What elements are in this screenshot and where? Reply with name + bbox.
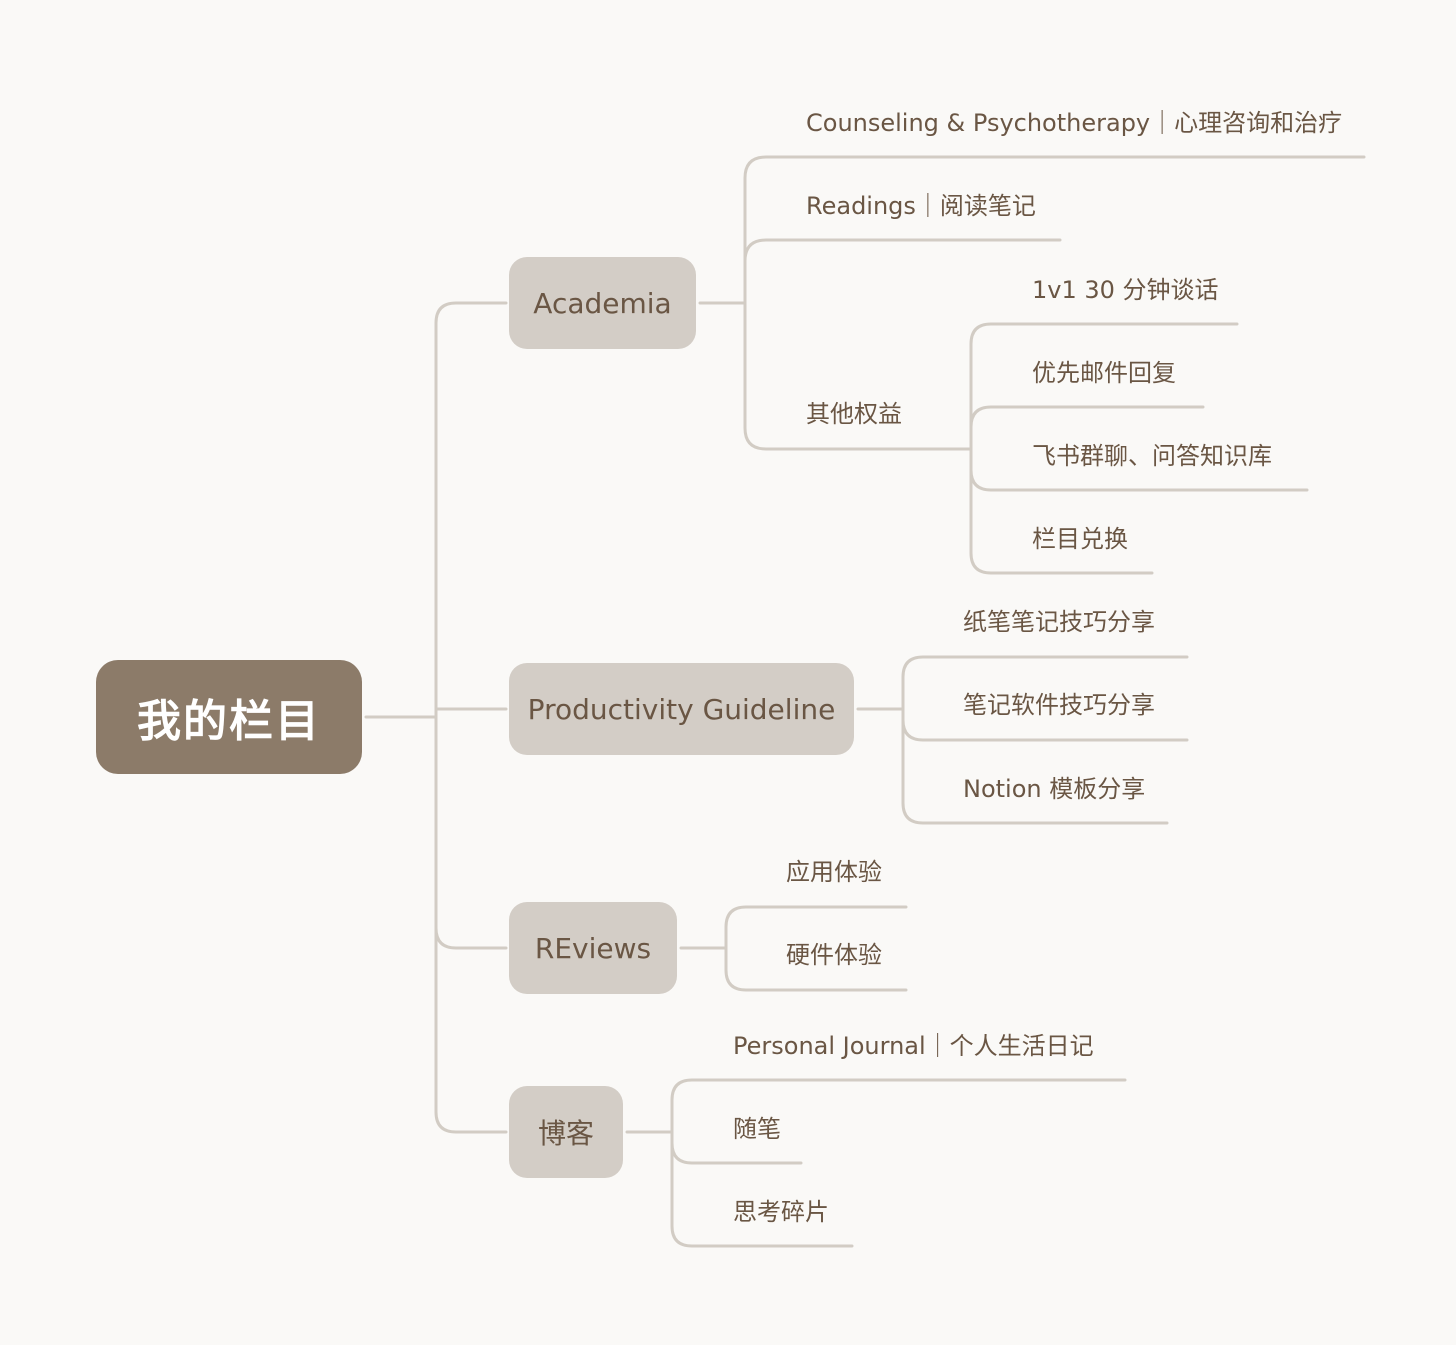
connector-rights-email xyxy=(969,405,1205,429)
leaf-notion-templates[interactable]: Notion 模板分享 xyxy=(963,775,1146,803)
leaf-counseling[interactable]: Counseling & Psychotherapy｜心理咨询和治疗 xyxy=(806,109,1343,137)
connector-spine xyxy=(434,301,508,1134)
branch-blog[interactable]: 博客 xyxy=(509,1086,623,1178)
leaf-thought-fragments[interactable]: 思考碎片 xyxy=(733,1198,829,1226)
connector-blog-children xyxy=(670,1078,1127,1248)
leaf-feishu-group[interactable]: 飞书群聊、问答知识库 xyxy=(1032,442,1272,470)
branch-productivity-guideline[interactable]: Productivity Guideline xyxy=(509,663,854,755)
branch-academia[interactable]: Academia xyxy=(509,257,696,349)
leaf-hardware-experience[interactable]: 硬件体验 xyxy=(786,941,882,969)
leaf-column-exchange[interactable]: 栏目兑换 xyxy=(1032,525,1128,553)
leaf-personal-journal[interactable]: Personal Journal｜个人生活日记 xyxy=(733,1032,1094,1060)
connector-productivity-children xyxy=(901,655,1189,825)
connector-blog-essay xyxy=(670,1141,803,1165)
leaf-app-experience[interactable]: 应用体验 xyxy=(786,858,882,886)
leaf-priority-email[interactable]: 优先邮件回复 xyxy=(1032,359,1176,387)
connector-reviews-children xyxy=(724,905,908,992)
leaf-essays[interactable]: 随笔 xyxy=(733,1115,781,1143)
leaf-other-rights[interactable]: 其他权益 xyxy=(806,400,902,428)
leaf-paper-notes[interactable]: 纸笔笔记技巧分享 xyxy=(963,608,1155,636)
leaf-readings[interactable]: Readings｜阅读笔记 xyxy=(806,192,1036,220)
connector-academia-readings xyxy=(743,238,1062,263)
connector-academia-children xyxy=(743,155,1366,451)
branch-reviews[interactable]: REviews xyxy=(509,902,677,994)
connector-productivity-software xyxy=(901,718,1189,742)
leaf-note-software[interactable]: 笔记软件技巧分享 xyxy=(963,691,1155,719)
leaf-1v1-talk[interactable]: 1v1 30 分钟谈话 xyxy=(1032,276,1219,304)
root-node[interactable]: 我的栏目 xyxy=(96,660,362,774)
connector-rights-children xyxy=(969,322,1239,575)
connector-branch-reviews xyxy=(434,926,508,950)
connector-rights-feishu xyxy=(969,468,1309,492)
